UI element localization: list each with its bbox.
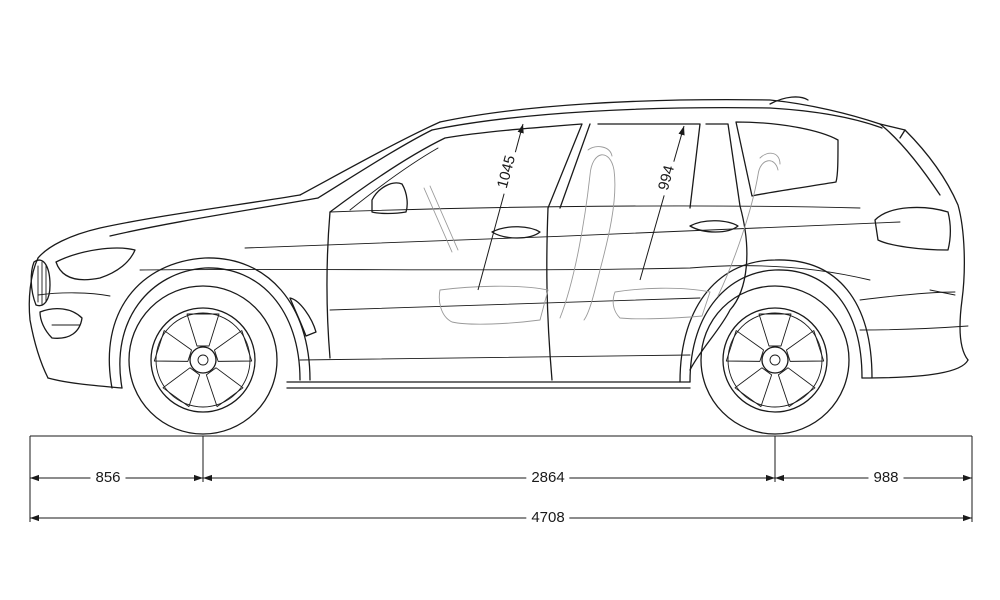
greenhouse <box>329 96 951 251</box>
front-overhang-label: 856 <box>90 470 126 486</box>
front-wheel <box>128 285 278 435</box>
doors <box>289 205 748 381</box>
rear-overhang-label: 988 <box>868 470 904 486</box>
wheelbase-label: 2864 <box>526 470 570 486</box>
front-details <box>30 247 136 339</box>
interior-seats <box>423 146 781 325</box>
rear-headroom-arrow <box>639 125 685 281</box>
overall-length-label: 4708 <box>526 510 570 526</box>
body-outline <box>28 99 969 389</box>
wheel-arches <box>108 257 873 389</box>
rear-wheel <box>700 285 850 435</box>
dimension-lines <box>29 435 973 522</box>
